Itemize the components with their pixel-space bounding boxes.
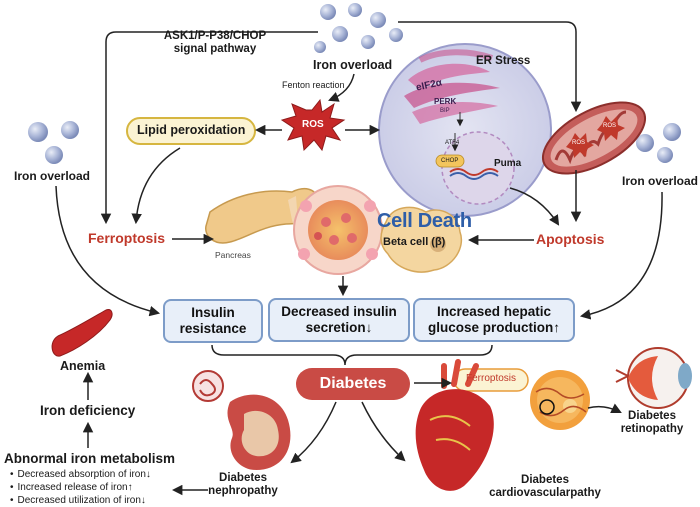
cell-death-label: Cell Death bbox=[377, 210, 472, 232]
hepatic-line-2: glucose production↑ bbox=[427, 320, 560, 335]
fenton-reaction-label: Fenton reaction bbox=[282, 80, 345, 90]
arrow-diabetes-to-kidney bbox=[290, 401, 337, 464]
secretion-line-2: secretion↓ bbox=[305, 320, 373, 335]
arrow-diabetes-to-heart bbox=[361, 401, 406, 462]
nephropathy-line-2: nephropathy bbox=[208, 485, 278, 497]
insulin-resistance-line-1: Insulin bbox=[191, 305, 235, 320]
retina-illustration bbox=[530, 370, 590, 430]
iron-particles-top bbox=[314, 3, 403, 53]
mito-ros-label-2: ROS bbox=[603, 123, 617, 129]
mito-ros-burst-1 bbox=[566, 133, 594, 158]
iron-particles-right bbox=[636, 123, 681, 163]
apoptosis-label: Apoptosis bbox=[536, 231, 605, 247]
red-blood-cell bbox=[51, 309, 113, 357]
pancreatic-islet bbox=[293, 185, 383, 275]
mechanism-item: Increased release of iron↑ bbox=[10, 481, 151, 494]
diabetes-retinopathy-label: Diabetes retinopathy bbox=[607, 410, 697, 436]
signal-pathway-label: ASK1/P-P38/CHOP signal pathway bbox=[140, 30, 290, 56]
iron-particles-left bbox=[28, 121, 79, 164]
arrow-pathway-to-ferroptosis bbox=[100, 31, 318, 225]
pathway-line-2: signal pathway bbox=[173, 43, 257, 55]
cardio-line-2: cardiovascularpathy bbox=[489, 487, 601, 499]
pancreas-label: Pancreas bbox=[215, 250, 251, 260]
nephropathy-line-1: Diabetes bbox=[219, 472, 267, 484]
lipid-peroxidation-label: Lipid peroxidation bbox=[137, 123, 246, 137]
outcome-bracket bbox=[211, 344, 493, 366]
iron-overload-left-label: Iron overload bbox=[14, 169, 91, 183]
arrow-iron-to-ros bbox=[328, 73, 355, 102]
anemia-label: Anemia bbox=[60, 359, 106, 373]
decreased-insulin-secretion-box: Decreased insulin secretion↓ bbox=[268, 298, 410, 342]
arrow-top-to-mitochondrion bbox=[398, 21, 582, 113]
secretion-line-1: Decreased insulin bbox=[281, 304, 397, 319]
eye-illustration bbox=[615, 347, 692, 409]
iron-overload-right-label: Iron overload bbox=[622, 174, 699, 188]
retinopathy-line-1: Diabetes bbox=[628, 410, 676, 422]
pathway-line-1: ASK1/P-P38/CHOP bbox=[163, 30, 267, 42]
mito-ros-label-1: ROS bbox=[572, 140, 586, 146]
perk-label: PERK bbox=[434, 97, 457, 106]
iron-overload-top-label: Iron overload bbox=[313, 58, 393, 72]
hepatic-glucose-box: Increased hepatic glucose production↑ bbox=[413, 298, 575, 342]
diabetes-pill bbox=[296, 368, 410, 400]
er-stress-label: ER Stress bbox=[476, 55, 531, 67]
dying-beta-cell bbox=[380, 206, 463, 273]
abnormal-iron-metabolism-label: Abnormal iron metabolism bbox=[4, 451, 176, 466]
ros-burst bbox=[280, 98, 346, 152]
ferroptosis-small-label: Ferroptosis bbox=[465, 373, 516, 384]
iron-metabolism-mechanisms: Decreased absorption of iron↓ Increased … bbox=[10, 468, 151, 507]
diabetes-label: Diabetes bbox=[319, 375, 387, 392]
hepatic-line-1: Increased hepatic bbox=[436, 304, 552, 319]
ferroptosis-label: Ferroptosis bbox=[88, 230, 166, 246]
atf4-label: ATF4 bbox=[445, 140, 460, 146]
ros-label: ROS bbox=[302, 119, 324, 130]
chop-label: CHOP bbox=[441, 158, 459, 164]
diabetes-cardiovascular-label: Diabetes cardiovascularpathy bbox=[470, 474, 620, 500]
insulin-resistance-line-2: resistance bbox=[179, 321, 247, 336]
puma-label: Puma bbox=[494, 158, 522, 169]
beta-cell-label: Beta cell (β) bbox=[383, 236, 446, 248]
bip-label: BIP bbox=[440, 108, 450, 114]
mito-ros-burst-2 bbox=[597, 116, 625, 141]
arrow-left-iron-to-insulin bbox=[55, 185, 161, 317]
iron-deficiency-label: Iron deficiency bbox=[40, 403, 136, 418]
insulin-resistance-box: Insulin resistance bbox=[163, 299, 263, 343]
arrow-er-to-apoptosis bbox=[509, 187, 560, 226]
er-stress-cell bbox=[378, 43, 552, 217]
mechanism-item: Decreased utilization of iron↓ bbox=[10, 494, 151, 507]
kidney-illustration bbox=[192, 370, 291, 470]
diabetes-nephropathy-label: Diabetes nephropathy bbox=[198, 472, 288, 498]
cardio-line-1: Diabetes bbox=[521, 474, 569, 486]
arrow-retina-to-eye-label bbox=[587, 403, 622, 413]
retinopathy-line-2: retinopathy bbox=[620, 423, 684, 435]
arrow-lipid-to-ferroptosis bbox=[131, 147, 181, 225]
mechanism-item: Decreased absorption of iron↓ bbox=[10, 468, 151, 481]
arrow-right-iron-to-hepatic bbox=[579, 191, 663, 320]
